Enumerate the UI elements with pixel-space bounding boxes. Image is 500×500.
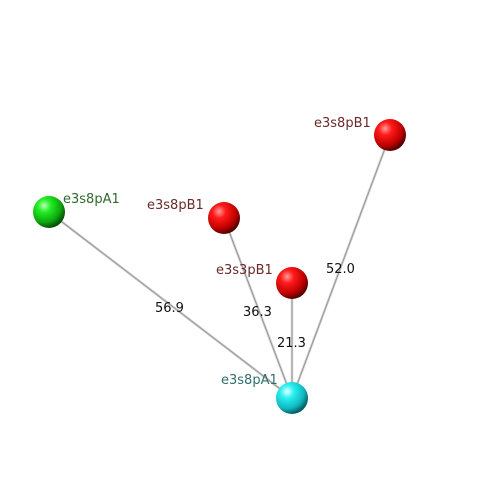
node-green[interactable] xyxy=(33,196,65,228)
node-label-red-far: e3s8pB1 xyxy=(314,116,371,131)
edges xyxy=(48,134,392,399)
node-label-red-near: e3s3pB1 xyxy=(216,263,273,278)
edge-labels: 56.9 36.3 21.3 52.0 xyxy=(155,262,355,351)
node-red-far[interactable] xyxy=(374,119,406,151)
edge-label-center-red-near: 21.3 xyxy=(277,336,306,351)
edge-label-center-green: 56.9 xyxy=(155,301,184,316)
edge-center-red-mid xyxy=(222,217,294,399)
node-labels: e3s8pB1 e3s8pB1 e3s3pB1 e3s8pA1 e3s8pA1 xyxy=(63,116,371,388)
edge-label-center-red-far: 52.0 xyxy=(326,262,355,277)
node-red-near[interactable] xyxy=(276,267,308,299)
edge-center-green xyxy=(48,211,293,399)
node-center[interactable] xyxy=(276,382,308,414)
node-label-green: e3s8pA1 xyxy=(63,192,120,207)
node-red-mid[interactable] xyxy=(208,202,240,234)
node-label-center: e3s8pA1 xyxy=(221,373,278,388)
nodes xyxy=(33,119,406,414)
edge-label-center-red-mid: 36.3 xyxy=(243,305,272,320)
node-label-red-mid: e3s8pB1 xyxy=(147,198,204,213)
edge-center-red-far xyxy=(290,134,392,399)
